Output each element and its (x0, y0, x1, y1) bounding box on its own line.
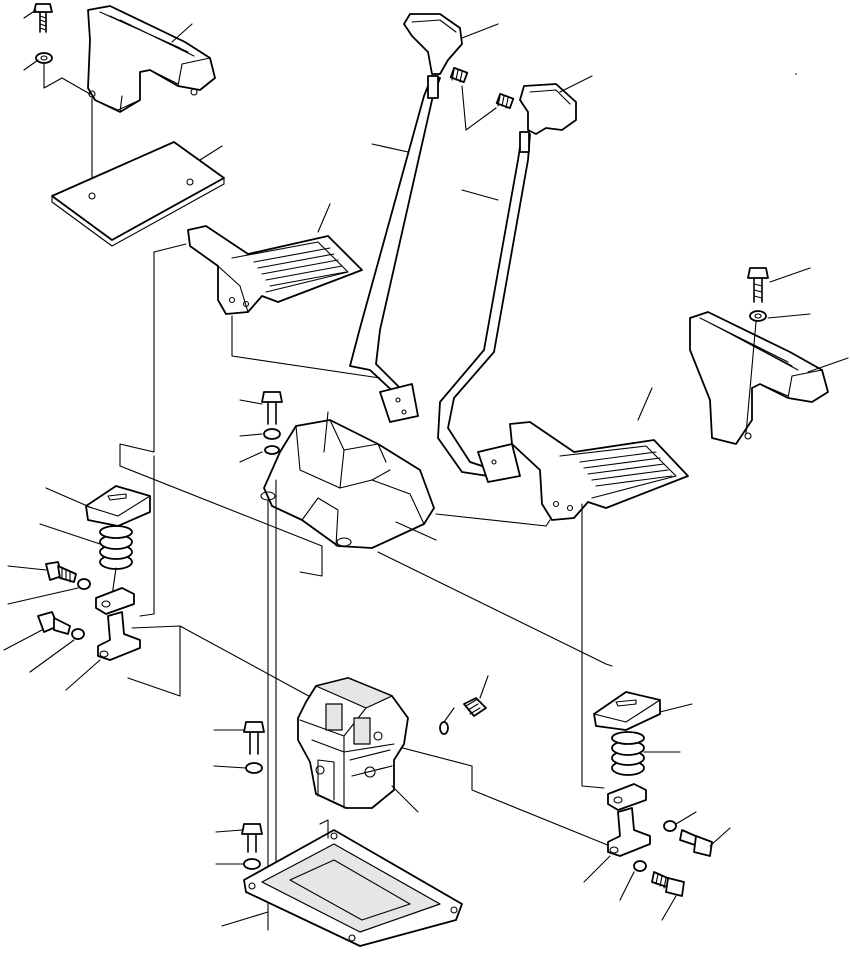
leader-line (39, 523, 101, 545)
left-spring (99, 525, 133, 570)
dashed-axis (745, 321, 757, 435)
leader-line (23, 9, 37, 19)
right-washer-lower (663, 820, 677, 832)
leader-line (3, 629, 43, 651)
floor-plate (51, 141, 225, 247)
left-damper-cap (85, 485, 151, 527)
o-ring (439, 721, 449, 735)
leader-line (239, 451, 263, 463)
left-lever-rod (349, 75, 441, 423)
right-lever-knob (519, 83, 577, 135)
right-bracket-link (607, 783, 647, 811)
left-washer (35, 52, 53, 64)
right-grip-cover (689, 311, 829, 445)
leader-line (391, 785, 419, 813)
assembly-line (153, 243, 187, 253)
leader-line (23, 59, 39, 71)
left-bolt-2 (37, 611, 71, 635)
leader-line (371, 143, 409, 153)
leader-line (215, 829, 243, 833)
leader-line (239, 399, 263, 405)
valve-washer (245, 762, 263, 774)
leader-line (661, 895, 677, 921)
center-washer (263, 428, 281, 455)
upper-valve-cover (260, 419, 435, 549)
center-bolt (261, 391, 283, 425)
right-spring (611, 731, 645, 776)
set-screw (449, 67, 469, 83)
leader-line (7, 587, 79, 605)
right-pedal (509, 421, 689, 521)
leader-line (583, 855, 611, 883)
right-bolt-lower (679, 829, 713, 857)
assembly-line (231, 315, 381, 379)
leader-line (65, 659, 101, 691)
assembly-line (179, 625, 317, 701)
set-screw (495, 93, 515, 109)
left-bolt-lower (45, 561, 77, 583)
leader-line (767, 313, 811, 319)
leader-line (619, 871, 635, 901)
assembly-line (139, 455, 155, 617)
leader-line (461, 23, 499, 39)
leader-line (221, 911, 269, 927)
leader-line (239, 433, 263, 437)
right-lever-rod (437, 131, 531, 483)
leader-line (43, 63, 91, 95)
leader-line (443, 707, 455, 723)
leader-line (769, 267, 811, 283)
leader-line (659, 703, 693, 713)
assembly-line (371, 739, 611, 847)
leader-line (171, 23, 193, 43)
right-washer-2 (633, 860, 647, 872)
assembly-line (377, 551, 613, 667)
pilot-valve-body (297, 677, 409, 809)
right-damper-cap (593, 691, 661, 731)
leader-line (395, 521, 437, 541)
right-bolt (747, 267, 769, 303)
leader-line (7, 565, 47, 571)
frame-washer (243, 858, 261, 870)
assembly-line (323, 411, 329, 453)
valve-bolt (243, 721, 265, 755)
assembly-line (119, 251, 323, 577)
left-grip-cover (87, 5, 216, 113)
leader-line (675, 811, 697, 825)
leader-line (199, 145, 223, 161)
left-bracket-link (95, 587, 135, 615)
right-bracket (607, 807, 651, 857)
leader-line (637, 387, 653, 421)
right-bolt-2 (651, 871, 685, 897)
assembly-line (581, 503, 605, 789)
left-pedal (187, 225, 363, 315)
base-frame (243, 819, 463, 947)
assembly-line (127, 625, 181, 697)
frame-bolt (241, 823, 263, 853)
left-washer-lower (77, 578, 91, 590)
left-bracket (97, 611, 141, 661)
leader-line (807, 357, 849, 373)
left-lever-knob (403, 13, 463, 75)
left-bolt (33, 3, 53, 33)
right-washer (749, 310, 767, 322)
leader-line (461, 189, 499, 201)
grease-fitting (463, 697, 487, 717)
assembly-line (435, 513, 551, 527)
leader-line (559, 75, 593, 93)
leader-line (29, 639, 75, 673)
left-washer-2 (71, 628, 85, 640)
leader-line (213, 765, 247, 769)
speck (795, 73, 797, 75)
leader-line (479, 675, 489, 699)
leader-line (45, 487, 93, 509)
leader-line (461, 85, 497, 131)
leader-line (709, 827, 731, 847)
leader-line (317, 203, 331, 233)
